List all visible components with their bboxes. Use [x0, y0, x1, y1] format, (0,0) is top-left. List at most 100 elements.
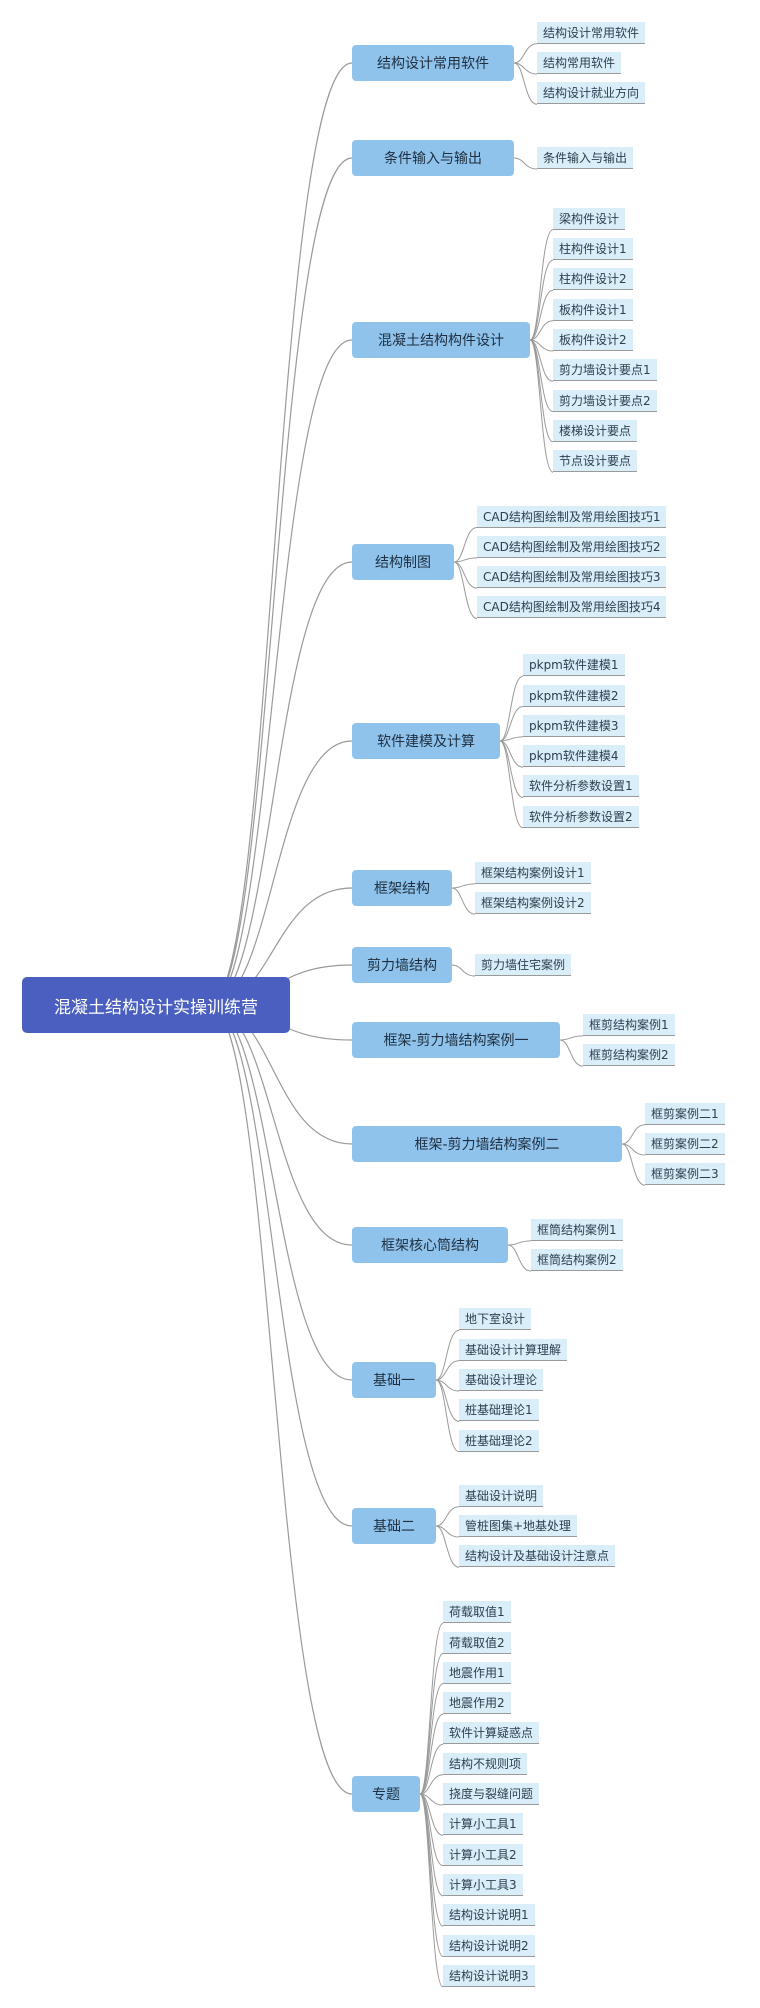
- leaf-node[interactable]: 结构设计及基础设计注意点: [459, 1545, 616, 1568]
- branch-leaf-connector: [453, 527, 478, 563]
- leaf-node[interactable]: 框剪案例二1: [645, 1102, 725, 1125]
- branch-leaf-connector: [419, 1653, 444, 1795]
- branch-leaf-connector: [529, 339, 554, 473]
- branch-leaf-connector: [499, 706, 524, 742]
- branch-leaf-connector: [435, 1360, 460, 1381]
- branch-node[interactable]: 基础二: [352, 1508, 436, 1544]
- branch-leaf-connector: [507, 1240, 532, 1246]
- leaf-node[interactable]: 软件分析参数设置2: [523, 805, 639, 828]
- root-branch-connector: [209, 1004, 353, 1795]
- branch-node[interactable]: 框架核心筒结构: [352, 1227, 508, 1263]
- root-branch-connector: [209, 339, 353, 1006]
- root-node[interactable]: 混凝土结构设计实操训练营: [22, 977, 290, 1033]
- leaf-node[interactable]: 基础设计说明: [459, 1484, 544, 1507]
- leaf-node[interactable]: 地震作用1: [443, 1661, 511, 1684]
- branch-leaf-connector: [513, 43, 538, 64]
- leaf-node[interactable]: 基础设计理论: [459, 1369, 544, 1391]
- leaf-node[interactable]: 框筒结构案例1: [531, 1218, 623, 1241]
- branch-leaf-connector: [507, 1244, 532, 1272]
- leaf-node[interactable]: CAD结构图绘制及常用绘图技巧3: [477, 566, 667, 589]
- branch-leaf-connector: [559, 1039, 584, 1067]
- leaf-node[interactable]: 剪力墙设计要点2: [553, 389, 657, 412]
- leaf-node[interactable]: 结构设计说明2: [443, 1934, 535, 1957]
- leaf-node[interactable]: 地震作用2: [443, 1692, 511, 1715]
- branch-leaf-connector: [435, 1506, 460, 1527]
- leaf-node[interactable]: pkpm软件建模4: [523, 745, 625, 768]
- branch-leaf-connector: [529, 320, 554, 341]
- branch-leaf-connector: [435, 1525, 460, 1568]
- branch-node[interactable]: 剪力墙结构: [352, 947, 452, 983]
- leaf-node[interactable]: 管桩图集+地基处理: [459, 1515, 578, 1537]
- leaf-node[interactable]: 地下室设计: [459, 1308, 532, 1331]
- leaf-node[interactable]: 计算小工具3: [443, 1873, 523, 1896]
- branch-leaf-connector: [451, 887, 476, 915]
- leaf-node[interactable]: 框剪结构案例1: [583, 1013, 675, 1036]
- leaf-node[interactable]: 软件分析参数设置1: [523, 775, 639, 798]
- branch-leaf-connector: [419, 1713, 444, 1795]
- branch-node[interactable]: 框架结构: [352, 870, 452, 906]
- leaf-node[interactable]: 框架结构案例设计2: [475, 892, 591, 915]
- leaf-node[interactable]: CAD结构图绘制及常用绘图技巧4: [477, 596, 667, 619]
- leaf-node[interactable]: 剪力墙住宅案例: [475, 954, 572, 976]
- leaf-node[interactable]: 挠度与裂缝问题: [443, 1783, 540, 1805]
- branch-leaf-connector: [513, 62, 538, 105]
- branch-leaf-connector: [621, 1124, 646, 1145]
- branch-node[interactable]: 框架-剪力墙结构案例二: [352, 1126, 622, 1162]
- leaf-node[interactable]: 荷载取值1: [443, 1601, 511, 1624]
- leaf-node[interactable]: 桩基础理论2: [459, 1429, 539, 1452]
- branch-node[interactable]: 结构设计常用软件: [352, 45, 514, 81]
- leaf-node[interactable]: 计算小工具1: [443, 1813, 523, 1836]
- leaf-node[interactable]: pkpm软件建模1: [523, 654, 625, 677]
- leaf-node[interactable]: 结构设计说明1: [443, 1904, 535, 1927]
- branch-node[interactable]: 软件建模及计算: [352, 723, 500, 759]
- leaf-node[interactable]: 荷载取值2: [443, 1631, 511, 1654]
- branch-node[interactable]: 结构制图: [352, 544, 454, 580]
- leaf-node[interactable]: CAD结构图绘制及常用绘图技巧2: [477, 535, 667, 558]
- leaf-node[interactable]: 柱构件设计1: [553, 238, 633, 261]
- leaf-node[interactable]: pkpm软件建模2: [523, 684, 625, 707]
- branch-node[interactable]: 专题: [352, 1776, 420, 1812]
- branch-leaf-connector: [559, 1035, 584, 1041]
- branch-leaf-connector: [513, 157, 538, 170]
- leaf-node[interactable]: 软件计算疑惑点: [443, 1722, 540, 1745]
- branch-leaf-connector: [499, 740, 524, 829]
- leaf-node[interactable]: 框剪结构案例2: [583, 1044, 675, 1067]
- leaf-node[interactable]: 框架结构案例设计1: [475, 861, 591, 884]
- branch-leaf-connector: [453, 561, 478, 619]
- leaf-node[interactable]: 梁构件设计: [553, 207, 626, 230]
- branch-leaf-connector: [529, 259, 554, 341]
- leaf-node[interactable]: 框剪案例二3: [645, 1163, 725, 1186]
- leaf-node[interactable]: 结构设计说明3: [443, 1964, 535, 1987]
- leaf-node[interactable]: 条件输入与输出: [537, 147, 634, 169]
- leaf-node[interactable]: 基础设计计算理解: [459, 1338, 568, 1361]
- leaf-node[interactable]: 板构件设计1: [553, 298, 633, 321]
- leaf-node[interactable]: 结构常用软件: [537, 52, 622, 74]
- leaf-node[interactable]: 楼梯设计要点: [553, 419, 638, 442]
- leaf-node[interactable]: pkpm软件建模3: [523, 714, 625, 737]
- leaf-node[interactable]: 节点设计要点: [553, 450, 638, 473]
- branch-leaf-connector: [499, 736, 524, 742]
- leaf-node[interactable]: 框剪案例二2: [645, 1133, 725, 1155]
- leaf-node[interactable]: 计算小工具2: [443, 1843, 523, 1866]
- leaf-node[interactable]: 框筒结构案例2: [531, 1249, 623, 1272]
- branch-leaf-connector: [529, 339, 554, 443]
- leaf-node[interactable]: 结构不规则项: [443, 1752, 528, 1775]
- branch-leaf-connector: [419, 1743, 444, 1795]
- leaf-node[interactable]: 板构件设计2: [553, 329, 633, 351]
- leaf-node[interactable]: 桩基础理论1: [459, 1399, 539, 1422]
- branch-node[interactable]: 条件输入与输出: [352, 140, 514, 176]
- branch-node[interactable]: 基础一: [352, 1362, 436, 1398]
- leaf-node[interactable]: 结构设计就业方向: [537, 82, 646, 105]
- branch-leaf-connector: [435, 1329, 460, 1381]
- leaf-node[interactable]: 结构设计常用软件: [537, 21, 646, 44]
- branch-leaf-connector: [453, 561, 478, 589]
- branch-leaf-connector: [499, 675, 524, 742]
- leaf-node[interactable]: 剪力墙设计要点1: [553, 359, 657, 382]
- branch-node[interactable]: 框架-剪力墙结构案例一: [352, 1022, 560, 1058]
- branch-node[interactable]: 混凝土结构构件设计: [352, 322, 530, 358]
- leaf-node[interactable]: 柱构件设计2: [553, 268, 633, 291]
- leaf-node[interactable]: CAD结构图绘制及常用绘图技巧1: [477, 505, 667, 528]
- branch-leaf-connector: [435, 1379, 460, 1453]
